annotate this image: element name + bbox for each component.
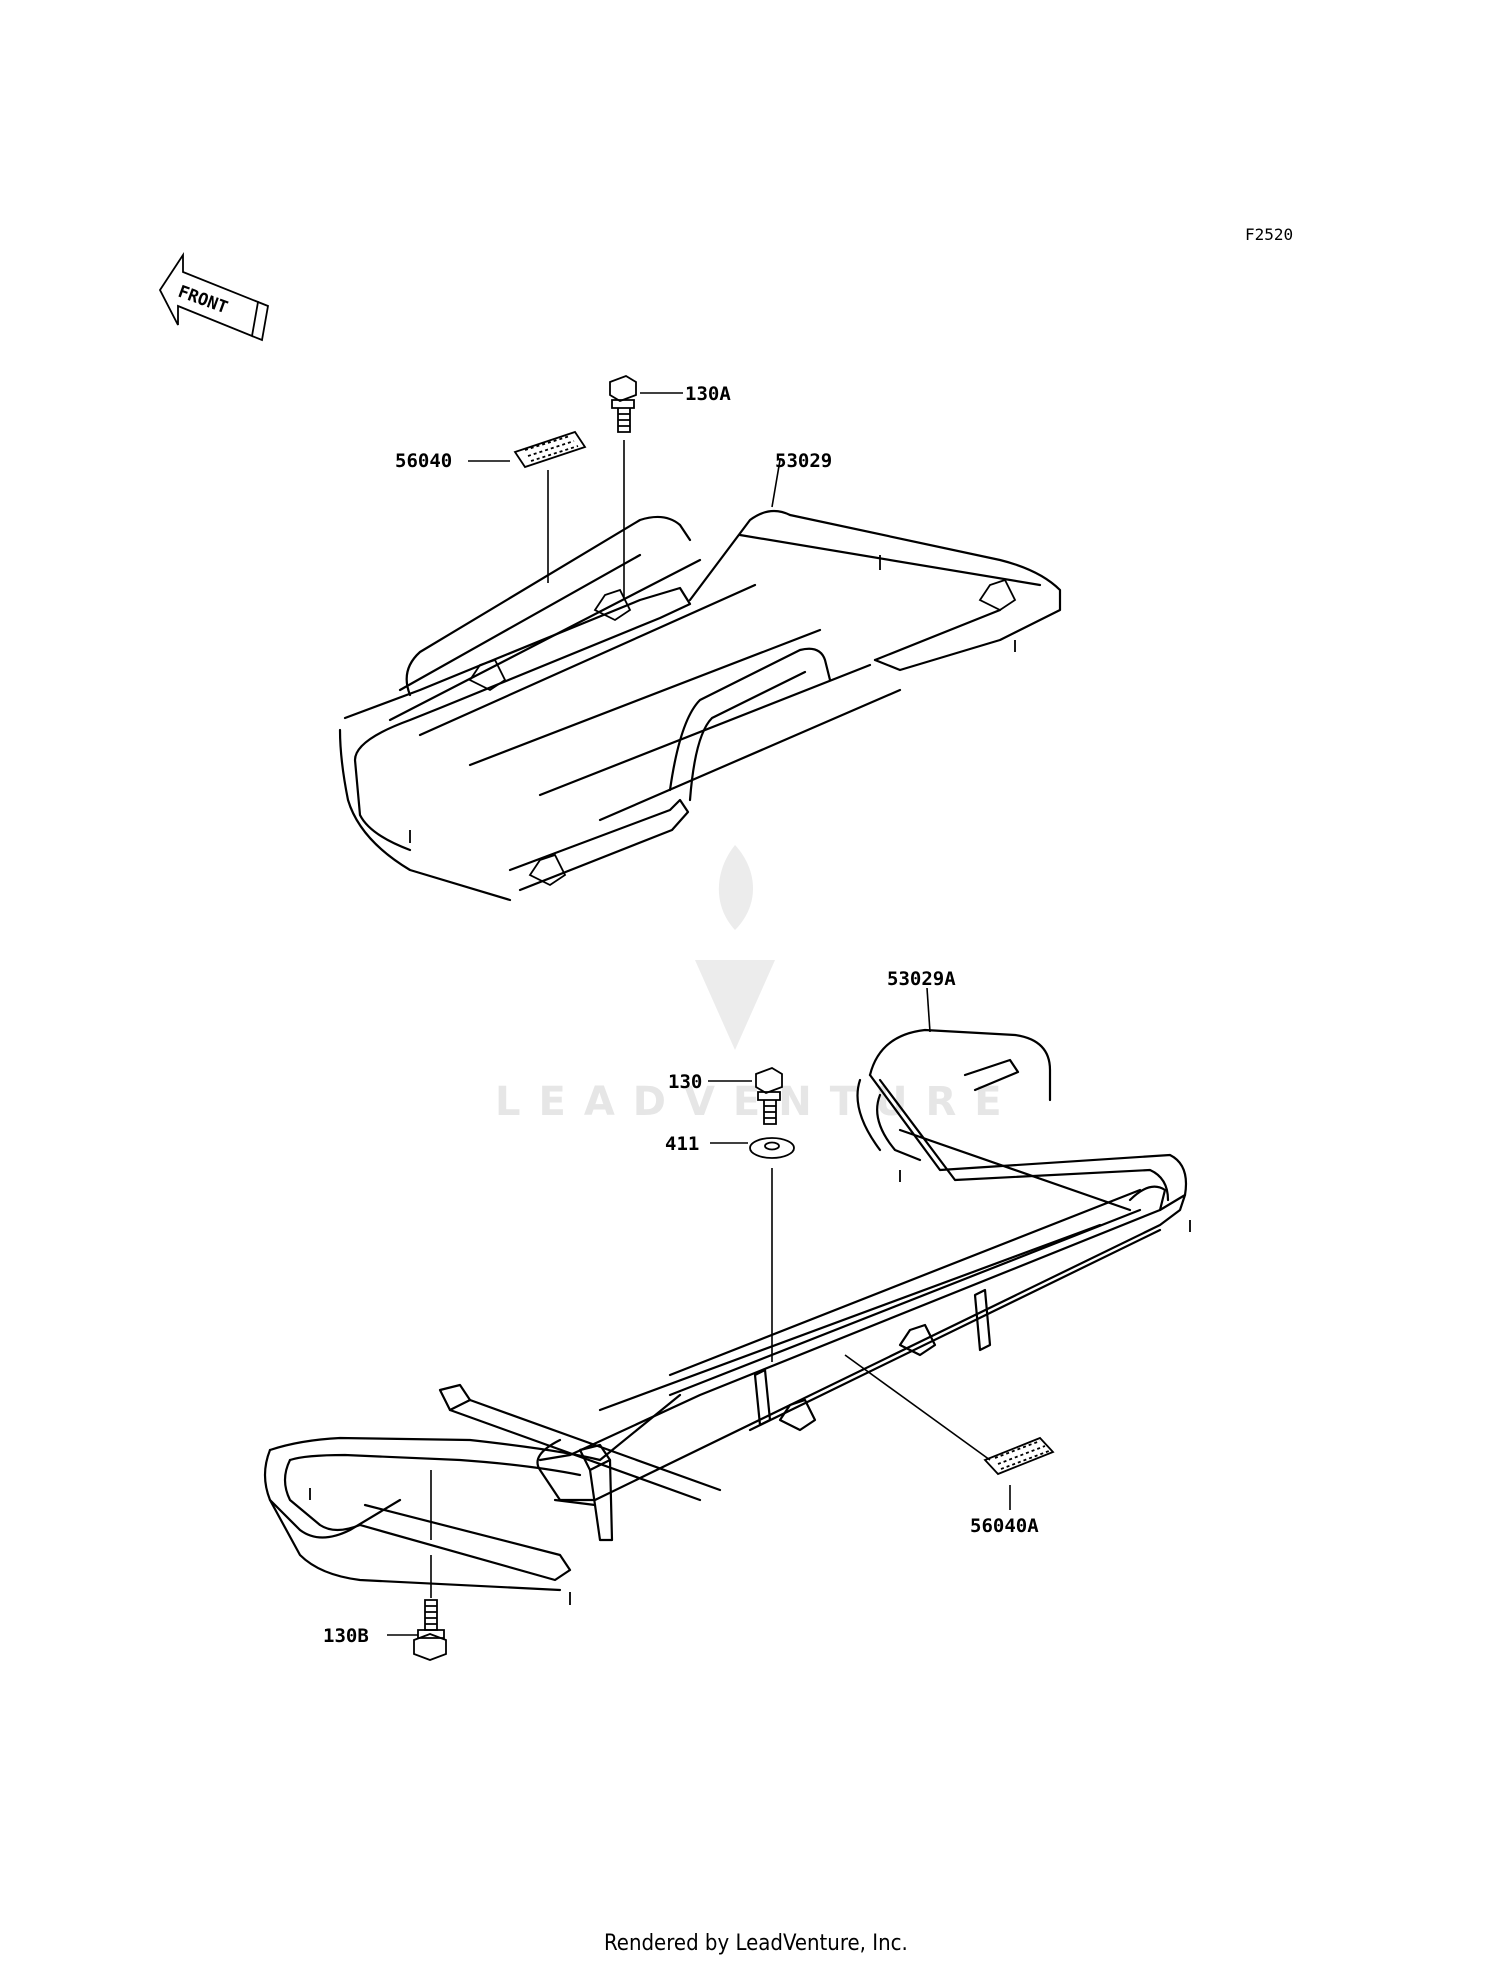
figure-code: F2520 bbox=[1245, 225, 1293, 244]
leader-56040a-diag bbox=[844, 1354, 991, 1461]
callout-56040: 56040 bbox=[395, 450, 452, 472]
leader-53029a bbox=[926, 987, 931, 1033]
callout-130b: 130B bbox=[323, 1625, 369, 1647]
bolt-130a bbox=[609, 375, 637, 433]
decal-56040 bbox=[513, 430, 587, 469]
callout-56040a: 56040A bbox=[970, 1515, 1039, 1537]
callout-53029a: 53029A bbox=[887, 968, 956, 990]
front-carrier-rack bbox=[338, 509, 1062, 902]
leader-53029 bbox=[771, 459, 781, 508]
bolt-130 bbox=[755, 1067, 783, 1125]
leadventure-watermark-logo: LEADVENTURE bbox=[495, 845, 1020, 1125]
front-arrow-icon: FRONT bbox=[158, 251, 270, 342]
watermark-text: LEADVENTURE bbox=[495, 1079, 1020, 1125]
callout-53029: 53029 bbox=[775, 450, 832, 472]
footer-credit: Rendered by LeadVenture, Inc. bbox=[604, 1931, 908, 1956]
callout-130: 130 bbox=[668, 1071, 702, 1093]
callout-411: 411 bbox=[665, 1133, 699, 1155]
bolt-130b bbox=[413, 1599, 447, 1661]
callout-130a: 130A bbox=[685, 383, 731, 405]
decal-56040a bbox=[983, 1436, 1055, 1476]
rear-carrier-rack bbox=[263, 1028, 1191, 1605]
washer-411 bbox=[749, 1137, 795, 1159]
